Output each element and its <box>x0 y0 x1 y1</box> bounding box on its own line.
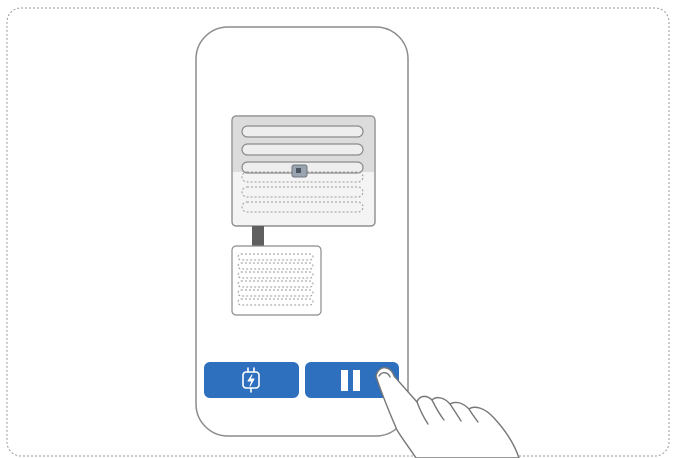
connector-bar <box>252 226 264 246</box>
upper-panel <box>232 116 375 226</box>
pointing-hand-icon <box>376 368 519 458</box>
coil-slider-knob <box>292 165 307 177</box>
lower-panel <box>232 246 321 315</box>
solid-coil-row <box>242 126 363 137</box>
solid-coil-row <box>242 144 363 155</box>
charge-button[interactable] <box>204 362 299 398</box>
